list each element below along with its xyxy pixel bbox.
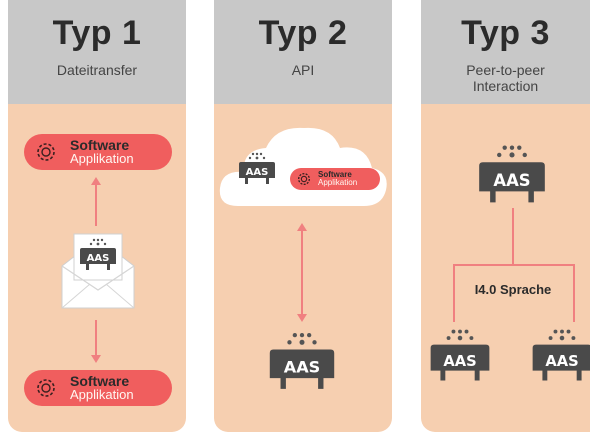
column-subtitle: Dateitransfer (56, 62, 138, 78)
aas-text-layer: AAS (87, 253, 110, 264)
application-label: Applikation (70, 387, 134, 402)
gear-icon (298, 173, 310, 185)
gear-icon (37, 379, 55, 397)
arrow-up-icon (91, 177, 101, 185)
application-label: Applikation (318, 178, 358, 187)
aas-label: AAS (443, 353, 476, 370)
connector-horizontal (453, 264, 575, 266)
column-subtitle: Peer-to-peer Interaction (421, 62, 590, 94)
column-subtitle-line-2: Interaction (472, 78, 539, 94)
arrow-down-icon (91, 355, 101, 363)
aas-label: AAS (87, 253, 110, 264)
language-label: I4.0 Sprache (474, 282, 552, 297)
aas-icon: AAS (532, 329, 590, 381)
column-header: Typ 1 Dateitransfer (8, 0, 186, 104)
column-header: Typ 3 Peer-to-peer Interaction (421, 0, 590, 104)
arrow-up-icon (297, 223, 307, 231)
software-application-pill: Software Applikation (290, 168, 380, 190)
application-label: Applikation (70, 151, 134, 166)
software-label: Software (70, 137, 130, 153)
column-typ-2: Typ 2 API AAS Software Applikation AAS (214, 0, 392, 432)
aas-icon: AAS (430, 329, 490, 381)
connector-right-branch (573, 264, 575, 322)
aas-label: AAS (284, 358, 321, 377)
gear-icon (37, 143, 55, 161)
aas-label: AAS (545, 353, 578, 370)
column-title: Typ 1 (52, 14, 142, 52)
software-label: Software (318, 170, 352, 179)
aas-label: AAS (246, 167, 269, 178)
column-header: Typ 2 API (214, 0, 392, 104)
software-application-pill-bottom: Software Applikation (24, 370, 172, 406)
connector-top (95, 182, 97, 226)
column-subtitle: API (291, 62, 315, 78)
software-application-pill-top: Software Applikation (24, 134, 172, 170)
connector-left-branch (453, 264, 455, 322)
connector-bottom (95, 320, 97, 358)
aas-icon: AAS (479, 145, 545, 203)
column-typ-3: Typ 3 Peer-to-peer Interaction AAS I4.0 … (421, 0, 590, 432)
aas-label: AAS (493, 171, 530, 190)
column-title: Typ 2 (258, 14, 348, 52)
connector-vertical (301, 228, 303, 318)
connector-trunk (512, 208, 514, 264)
column-typ-1: Typ 1 Dateitransfer Software Applikation… (8, 0, 186, 432)
software-label: Software (70, 373, 130, 389)
aas-icon: AAS (239, 152, 275, 184)
arrow-down-icon (297, 314, 307, 322)
aas-icon: AAS (269, 333, 335, 389)
column-subtitle-line-1: Peer-to-peer (466, 62, 545, 78)
column-title: Typ 3 (461, 14, 550, 52)
aas-icon (80, 238, 116, 270)
